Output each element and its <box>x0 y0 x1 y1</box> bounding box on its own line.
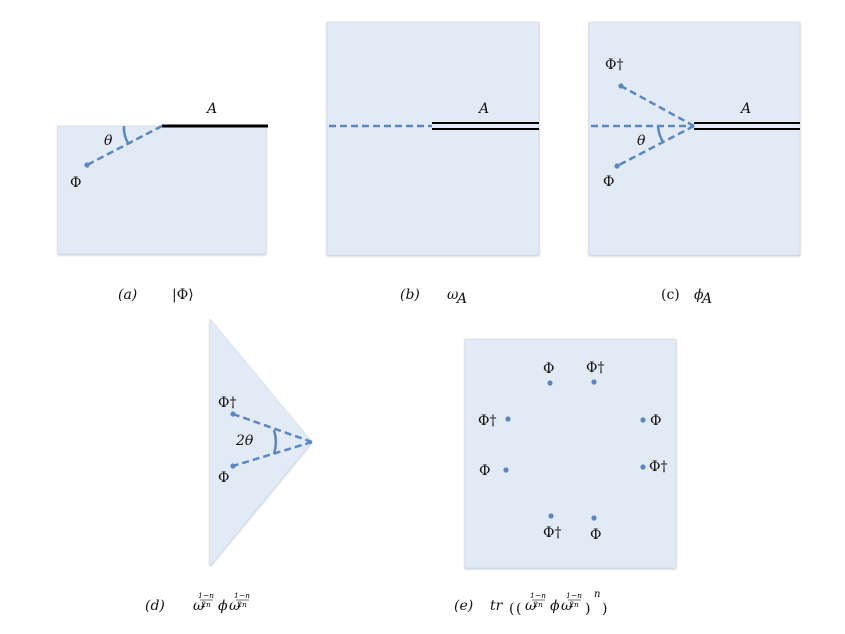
caption-d-phi: ϕ <box>218 598 228 614</box>
panel-e-point-dot-7 <box>548 513 554 519</box>
panel-d-label-phi: Φ <box>218 470 229 486</box>
caption-c-tag: (c) <box>661 287 680 303</box>
caption-d-exp1-num: 1−n <box>198 591 214 600</box>
panel-e-point-dot-6 <box>640 464 646 470</box>
caption-a: (a) |Φ⟩ <box>118 287 194 303</box>
panel-d-angle-arc <box>272 429 278 455</box>
panel-b-background <box>326 21 540 256</box>
panel-a-label-A: A <box>205 101 217 117</box>
panel-c-angle-arc <box>656 125 665 143</box>
caption-e-exp1-den: 2n <box>532 600 543 609</box>
caption-c: (c) ϕ A <box>661 287 712 307</box>
caption-b: (b) ω A <box>400 287 467 307</box>
panel-a: A θ Φ <box>57 101 268 255</box>
panel-a-label-phi: Φ <box>70 175 81 191</box>
caption-e-tag: (e) <box>454 598 473 614</box>
panel-e-background <box>464 338 677 569</box>
caption-d-exp2-num: 1−n <box>234 591 250 600</box>
caption-e-tr: tr <box>490 598 504 614</box>
caption-a-math: |Φ⟩ <box>172 287 194 303</box>
panel-d-phi-dag-dot <box>230 411 236 417</box>
caption-d-exp2-den: 2n <box>236 600 247 609</box>
panel-d-dashed-lower <box>232 440 313 468</box>
caption-e: (e) tr ( ( ω 1−n 2n ϕ ω 1−n 2n ) n ) <box>454 589 607 617</box>
panel-c-label-phi-dag: Φ† <box>605 57 623 73</box>
panel-d-label-2theta: 2θ <box>235 433 254 449</box>
caption-e-omega-1: ω <box>525 598 537 614</box>
panel-b-label-A: A <box>477 101 489 117</box>
panel-d-triangle <box>209 318 313 567</box>
caption-b-omega: ω <box>447 287 459 303</box>
caption-e-phi: ϕ <box>550 598 560 614</box>
panel-c-label-phi: Φ <box>603 174 614 190</box>
caption-b-tag: (b) <box>400 287 420 303</box>
panel-a-angle-arc <box>122 125 130 144</box>
panel-a-label-theta: θ <box>104 133 113 149</box>
caption-e-lparen-inner: ( <box>516 601 521 617</box>
caption-e-omega-2: ω <box>561 598 573 614</box>
panel-e-point-dot-4 <box>640 417 646 423</box>
caption-e-exp1-num: 1−n <box>530 591 546 600</box>
caption-e-rparen-outer: ) <box>602 601 607 617</box>
caption-a-tag: (a) <box>118 287 137 303</box>
caption-e-lparen-outer: ( <box>509 601 514 617</box>
panel-e-point-dot-1 <box>547 380 553 386</box>
caption-d-exp1-den: 2n <box>200 600 211 609</box>
panel-d-label-phi-dag: Φ† <box>218 395 236 411</box>
panel-e-point-label-2: Φ† <box>586 360 604 376</box>
panel-d-dashed-upper <box>232 412 313 444</box>
caption-c-sub: A <box>700 291 712 307</box>
panel-b: A <box>326 21 540 256</box>
panel-e-point-label-3: Φ† <box>478 413 496 429</box>
panel-e-point-label-6: Φ† <box>649 459 667 475</box>
caption-e-power-n: n <box>594 589 600 600</box>
caption-e-rparen-inner: ) <box>585 601 590 617</box>
panel-c-label-A: A <box>739 101 751 117</box>
panel-c-dashed-upper <box>620 84 695 128</box>
caption-e-exp2-den: 2n <box>568 600 579 609</box>
panel-e-point-dot-3 <box>505 416 511 422</box>
panel-e-point-label-5: Φ <box>479 463 490 479</box>
panel-a-dashed-ray <box>86 124 163 167</box>
panel-c-dashed-lower <box>616 124 695 168</box>
caption-d: (d) ω 1−n 2n ϕ ω 1−n 2n <box>145 591 250 614</box>
caption-b-sub: A <box>455 291 467 307</box>
panel-c-label-theta: θ <box>637 133 646 149</box>
panel-e-point-dot-2 <box>591 379 597 385</box>
panel-a-background <box>57 125 267 255</box>
caption-d-tag: (d) <box>145 598 165 614</box>
panel-c-phi-dot <box>614 163 620 169</box>
panel-c-background <box>588 21 801 256</box>
panel-c-phi-dag-dot <box>618 83 624 89</box>
panel-e-point-dot-5 <box>503 467 509 473</box>
panel-a-phi-dot <box>84 162 90 168</box>
panel-e-point-label-7: Φ† <box>543 525 561 541</box>
panel-c: A θ Φ† Φ <box>588 21 801 256</box>
caption-d-omega-2: ω <box>229 598 241 614</box>
panel-e-point-label-8: Φ <box>590 527 601 543</box>
panel-e-points: Φ Φ† Φ† Φ Φ Φ† Φ† Φ <box>478 360 667 543</box>
panel-e: Φ Φ† Φ† Φ Φ Φ† Φ† Φ <box>464 338 677 569</box>
panel-d-phi-dot <box>230 463 236 469</box>
panel-e-point-dot-8 <box>591 515 597 521</box>
caption-e-exp2-num: 1−n <box>566 591 582 600</box>
panel-e-point-label-4: Φ <box>650 413 661 429</box>
caption-c-phi: ϕ <box>694 287 704 303</box>
panel-d: Φ† 2θ Φ <box>209 318 313 567</box>
panel-e-point-label-1: Φ <box>543 361 554 377</box>
caption-d-omega-1: ω <box>193 598 205 614</box>
